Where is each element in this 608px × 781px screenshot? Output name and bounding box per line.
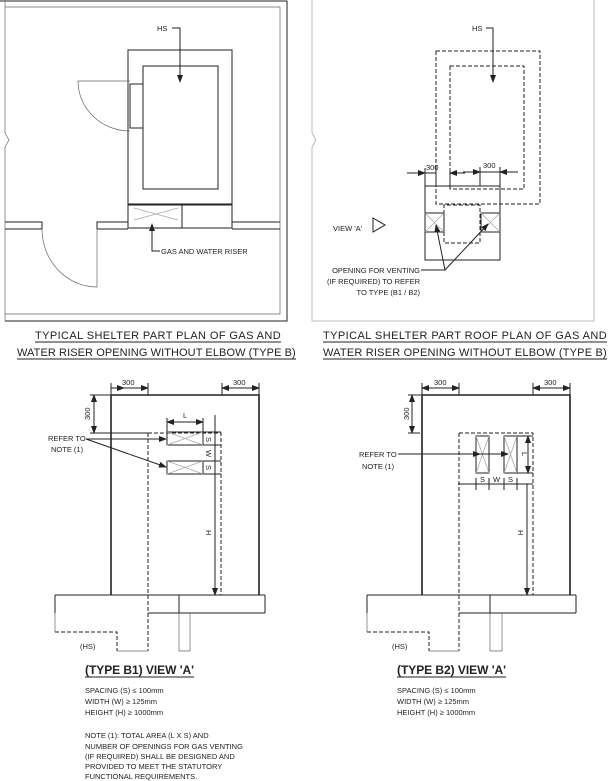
b1-dim-s1: S xyxy=(204,437,213,442)
outer-frame xyxy=(0,0,288,322)
b2-refer-line1: REFER TO xyxy=(359,450,397,459)
roof-dim-left: 300 xyxy=(426,163,439,172)
riser-inner-outline xyxy=(443,204,481,244)
b2-dim-side: 300 xyxy=(402,407,411,420)
b1-note-line: FUNCTIONAL REQUIREMENTS. xyxy=(85,772,197,781)
b1-dim-s2: S xyxy=(204,465,213,470)
b2-dim-top-left: 300 xyxy=(434,378,447,387)
opening-note-line2: (IF REQUIRED) TO REFER xyxy=(327,277,421,286)
b2-dim-s2: S xyxy=(508,475,513,484)
vent-opening-right xyxy=(480,212,501,233)
shelter-plan-panel: HS GAS AND WATER RISER TYPICAL SHELTER P… xyxy=(0,0,296,360)
hs-inner-outline xyxy=(449,65,525,190)
roof-title-line2: WATER RISER OPENING WITHOUT ELBOW (TYPE … xyxy=(323,347,607,359)
shelter-door-opening xyxy=(129,83,144,129)
break-line xyxy=(4,0,10,321)
view-a-label: VIEW 'A' xyxy=(333,224,363,233)
view-a-triangle-icon xyxy=(372,217,386,233)
b2-wall-elevation xyxy=(421,394,571,595)
b1-dim-w: W xyxy=(204,450,213,458)
hs-leader xyxy=(172,27,183,83)
b1-vent-opening-1 xyxy=(166,431,204,446)
b2-dim-l: L xyxy=(520,452,529,456)
corridor-door-swing xyxy=(41,228,98,288)
b1-dim-top-right: 300 xyxy=(233,378,246,387)
type-b1-panel: 300 300 300 L S W S H REFER TO NOTE (1) … xyxy=(48,378,266,781)
inner-frame xyxy=(5,6,281,315)
b2-spec-spacing: SPACING (S) ≤ 100mm xyxy=(397,686,476,695)
plan-title-line1: TYPICAL SHELTER PART PLAN OF GAS AND xyxy=(35,330,281,342)
roof-plan-panel: 300 300 HS VIEW 'A' OPENING FOR VENTING … xyxy=(311,0,607,360)
riser-opening-cross xyxy=(133,207,179,221)
b1-vent-opening-2 xyxy=(166,460,204,475)
type-b2-panel: 300 300 300 L S W S H REFER TO NOTE (1) … xyxy=(359,378,577,717)
b2-dim-w: W xyxy=(493,475,501,484)
b2-dim-top-right: 300 xyxy=(544,378,557,387)
roof-dim-right: 300 xyxy=(483,161,496,170)
b1-dim-side: 300 xyxy=(83,407,92,420)
b2-spec-width: WIDTH (W) ≥ 125mm xyxy=(397,697,469,706)
b1-wall-elevation xyxy=(110,394,260,595)
shelter-door-swing xyxy=(77,80,131,132)
b1-note-line: NOTE (1): TOTAL AREA (L X S) AND xyxy=(85,731,209,740)
b1-spec-spacing: SPACING (S) ≤ 100mm xyxy=(85,686,164,695)
b1-note-line: PROVIDED TO MEET THE STATUTORY xyxy=(85,762,222,771)
b2-dim-h: H xyxy=(516,530,525,535)
roof-frame xyxy=(311,0,595,322)
corridor-wall xyxy=(5,221,280,230)
b1-note-line: NUMBER OF OPENINGS FOR GAS VENTING xyxy=(85,742,243,751)
b2-refer-line2: NOTE (1) xyxy=(362,462,395,471)
hs-outer-outline xyxy=(435,50,541,205)
opening-note-line1: OPENING FOR VENTING xyxy=(332,266,420,275)
b1-spec-height: HEIGHT (H) ≥ 1000mm xyxy=(85,708,163,717)
b1-dim-h: H xyxy=(204,530,213,535)
b1-refer-line1: REFER TO xyxy=(48,434,86,443)
b1-dim-l: L xyxy=(183,411,187,420)
plan-title-line2: WATER RISER OPENING WITHOUT ELBOW (TYPE … xyxy=(17,347,296,359)
riser-leader xyxy=(149,223,160,252)
b1-refer-line2: NOTE (1) xyxy=(51,445,84,454)
shelter-interior xyxy=(142,65,219,190)
riser-label: GAS AND WATER RISER xyxy=(161,247,248,256)
b2-view-title: (TYPE B2) VIEW 'A' xyxy=(397,663,506,677)
riser-duct-left xyxy=(127,203,183,229)
riser-duct-right xyxy=(181,203,233,229)
b2-hs-label: (HS) xyxy=(392,642,408,651)
b1-spec-width: WIDTH (W) ≥ 125mm xyxy=(85,697,157,706)
hs-label: HS xyxy=(157,24,167,33)
b1-hs-label: (HS) xyxy=(80,642,96,651)
b1-dim-top-left: 300 xyxy=(122,378,135,387)
roof-hs-label: HS xyxy=(472,24,482,33)
b1-note-line: (IF REQUIRED) SHALL BE DESIGNED AND xyxy=(85,752,235,761)
b2-dim-s1: S xyxy=(480,475,485,484)
b1-view-title: (TYPE B1) VIEW 'A' xyxy=(85,663,194,677)
opening-note-line3: TO TYPE (B1 / B2) xyxy=(357,288,421,297)
b2-spec-height: HEIGHT (H) ≥ 1000mm xyxy=(397,708,475,717)
roof-title-line1: TYPICAL SHELTER PART ROOF PLAN OF GAS AN… xyxy=(323,330,607,342)
